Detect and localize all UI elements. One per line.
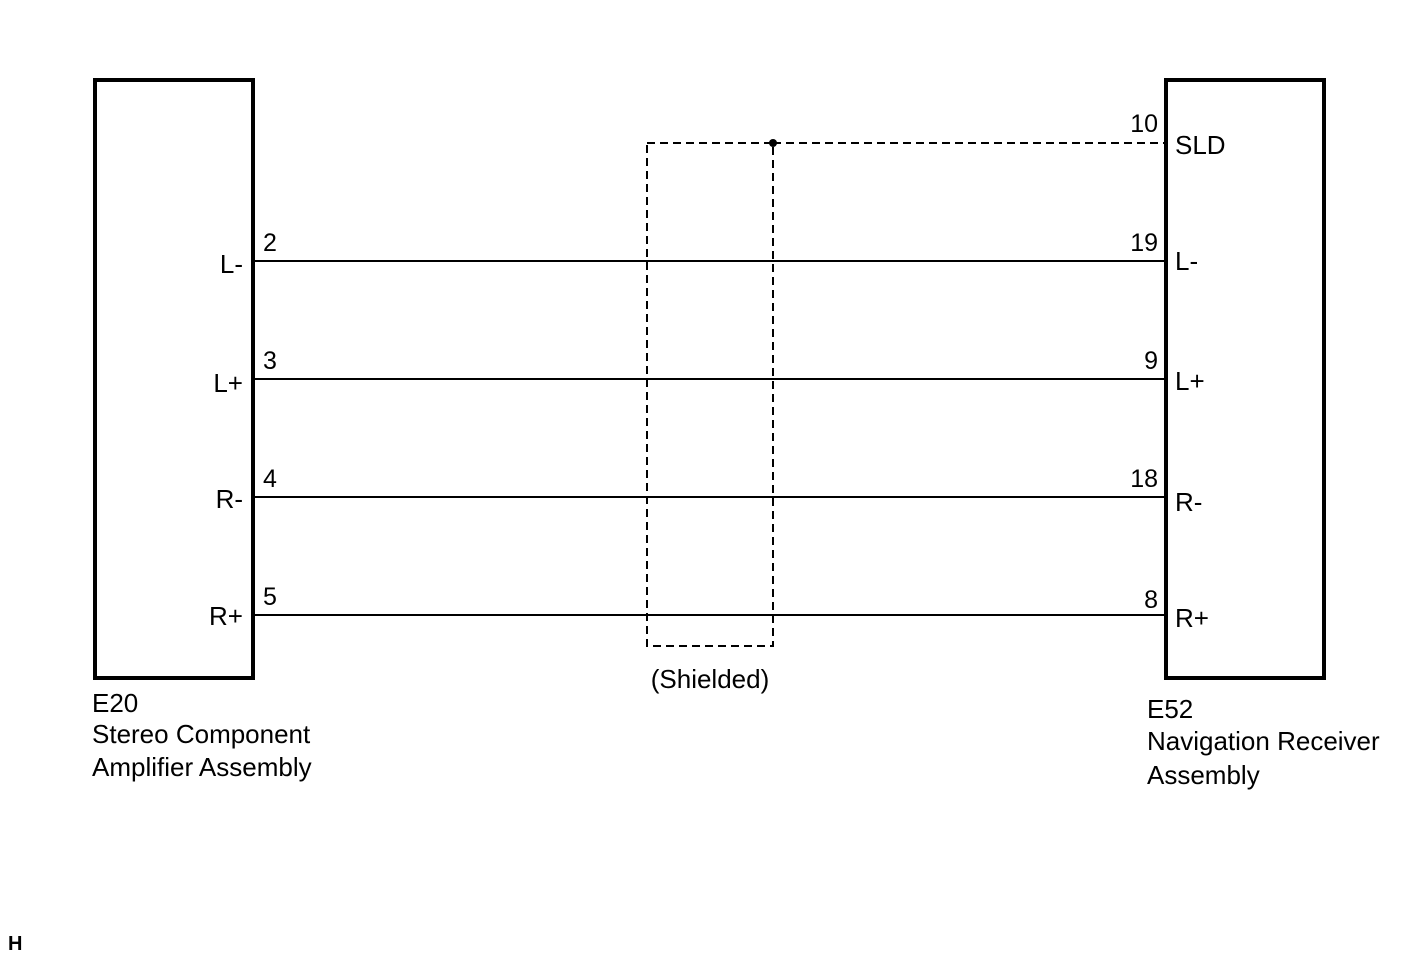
left-connector-code: E20 [92, 688, 138, 718]
left-pin-number: 3 [263, 347, 277, 375]
left-pin-number: 5 [263, 583, 277, 611]
left-pin-signal: R+ [209, 601, 243, 631]
left-connector-name-line1: Stereo Component [92, 719, 311, 749]
right-pin-signal: L+ [1175, 366, 1205, 396]
shield-box [646, 142, 774, 647]
right-shield-pin-number: 10 [1130, 110, 1158, 138]
corner-mark: H [8, 933, 22, 955]
right-connector-code: E52 [1147, 694, 1193, 724]
left-pin-signal: L+ [213, 368, 243, 398]
right-pin-number: 18 [1130, 465, 1158, 493]
left-pin-number: 4 [263, 465, 277, 493]
right-shield-signal: SLD [1175, 130, 1226, 160]
right-pin-number: 8 [1144, 586, 1158, 614]
right-connector-name-line2: Assembly [1147, 760, 1260, 790]
right-pin-signal: R- [1175, 487, 1202, 517]
right-pin-signal: R+ [1175, 603, 1209, 633]
shield-label: (Shielded) [651, 664, 770, 694]
right-connector-name-line1: Navigation Receiver [1147, 726, 1380, 756]
left-connector-name-line2: Amplifier Assembly [92, 752, 312, 782]
right-pin-number: 9 [1144, 347, 1158, 375]
left-pin-signal: R- [216, 484, 243, 514]
left-pin-signal: L- [220, 249, 243, 279]
right-pin-signal: L- [1175, 246, 1198, 276]
shield-junction-dot [769, 139, 777, 147]
left-pin-number: 2 [263, 229, 277, 257]
right-pin-number: 19 [1130, 229, 1158, 257]
